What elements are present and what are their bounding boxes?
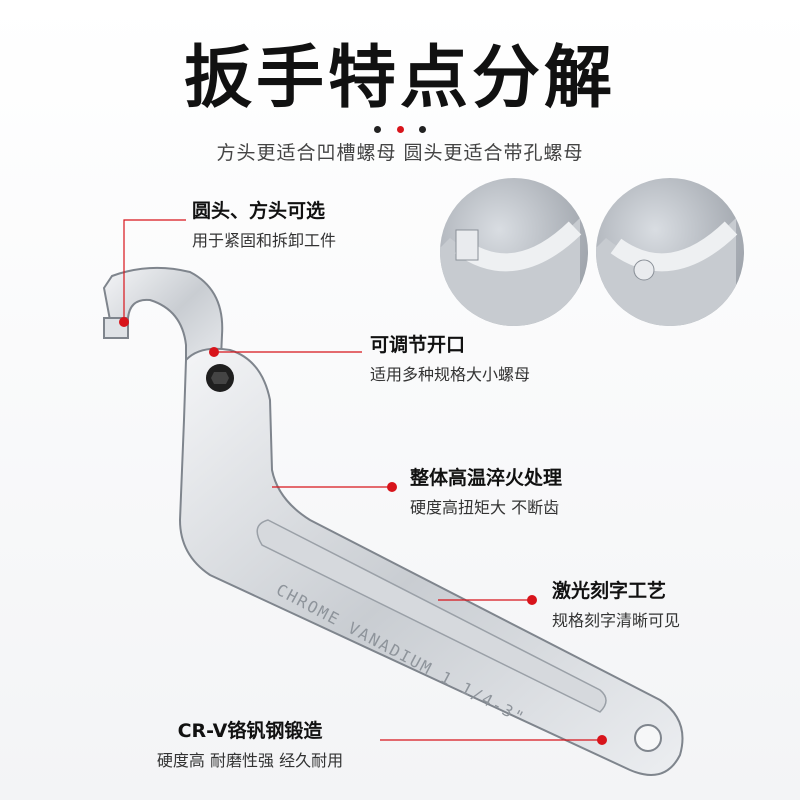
page-title: 扳手特点分解 [183,39,616,118]
detail-round-head-image [596,178,744,326]
callout-dot-icon [597,735,607,745]
feature-adjustable: 可调节开口 适用多种规格大小螺母 [370,330,530,385]
callout-dot-icon [527,595,537,605]
detail-square-head-image [440,178,588,326]
decorative-dots [0,118,800,137]
feature-sub: 适用多种规格大小螺母 [370,365,531,384]
feature-heading: 圆头、方头可选 [192,200,326,222]
feature-sub: 规格刻字清晰可见 [552,611,681,630]
feature-sub: 硬度高扭矩大 不断齿 [410,498,560,517]
callout-dot-icon [209,347,219,357]
feature-heading: CR-V铬钒钢锻造 [177,720,323,742]
feature-heat-treatment: 整体高温淬火处理 硬度高扭矩大 不断齿 [410,463,562,518]
callout-dot-icon [387,482,397,492]
feature-heading: 可调节开口 [370,334,466,356]
feature-heading: 整体高温淬火处理 [410,467,563,489]
callout-dot-icon [119,317,129,327]
feature-heading: 激光刻字工艺 [552,580,667,602]
feature-sub: 用于紧固和拆卸工件 [192,231,337,250]
dot-icon [374,126,382,133]
feature-head-options: 圆头、方头可选 用于紧固和拆卸工件 [192,196,336,251]
dot-icon [418,126,426,133]
feature-material: CR-V铬钒钢锻造 硬度高 耐磨性强 经久耐用 [130,716,370,771]
feature-laser-engraving: 激光刻字工艺 规格刻字清晰可见 [552,576,680,631]
dot-icon [396,126,404,133]
feature-sub: 硬度高 耐磨性强 经久耐用 [156,751,344,770]
page-subtitle: 方头更适合凹槽螺母 圆头更适合带孔螺母 [216,142,584,164]
